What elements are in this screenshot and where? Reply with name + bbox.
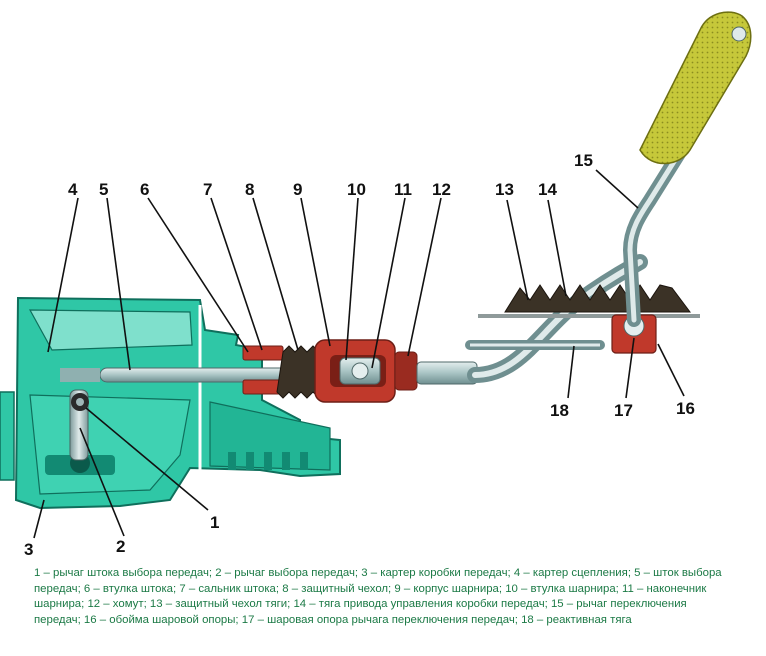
label-4: 4 [68, 180, 78, 199]
parts-legend: 1 – рычаг штока выбора передач; 2 – рыча… [34, 566, 734, 628]
label-11: 11 [394, 180, 412, 199]
label-5: 5 [99, 180, 108, 199]
label-13: 13 [495, 180, 514, 199]
label-3: 3 [24, 540, 33, 559]
label-17: 17 [614, 401, 633, 420]
label-18: 18 [550, 401, 569, 420]
label-14: 14 [538, 180, 557, 199]
label-15: 15 [574, 151, 593, 170]
label-1: 1 [210, 513, 219, 532]
gearshift-mechanism-diagram: 4 5 6 7 8 9 10 11 12 13 14 15 1 2 3 18 1… [0, 11, 752, 559]
selector-levers [69, 389, 89, 461]
label-9: 9 [293, 180, 302, 199]
part-labels: 4 5 6 7 8 9 10 11 12 13 14 15 1 2 3 18 1… [24, 151, 695, 559]
label-12: 12 [432, 180, 451, 199]
rod-bush-and-seal [242, 345, 284, 395]
gearbox-housing [0, 296, 341, 510]
gear-shift-lever [622, 11, 752, 327]
joint-assembly [314, 339, 478, 403]
label-16: 16 [676, 399, 695, 418]
label-2: 2 [116, 537, 125, 556]
label-8: 8 [245, 180, 254, 199]
legend-text: 1 – рычаг штока выбора передач; 2 – рыча… [34, 567, 722, 626]
leader-lines [33, 169, 685, 539]
label-6: 6 [140, 180, 149, 199]
label-7: 7 [203, 180, 212, 199]
label-10: 10 [347, 180, 366, 199]
